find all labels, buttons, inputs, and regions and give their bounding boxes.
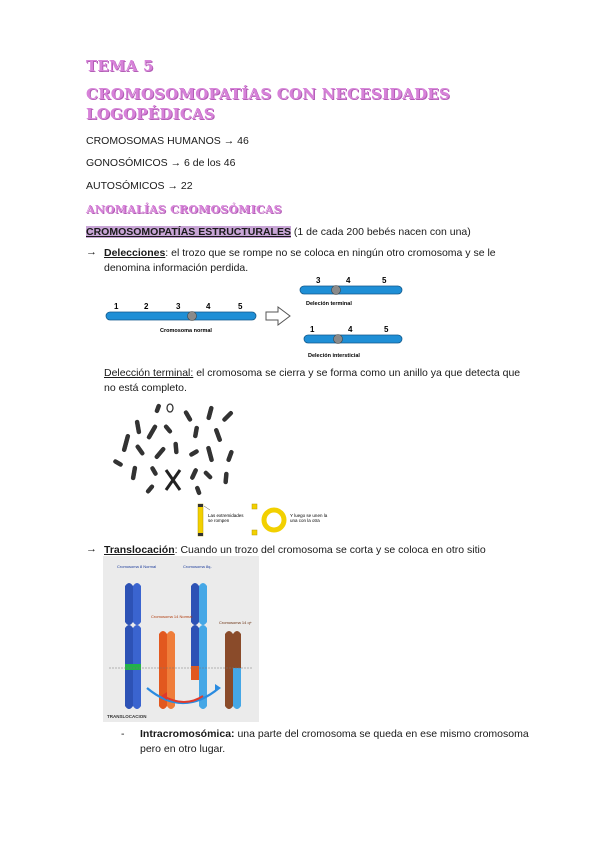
band-3: 3 [176, 302, 181, 311]
deletion-diagram: 1 2 3 4 5 Cromosoma normal 3 4 5 Deleció… [105, 276, 403, 359]
centromere [331, 285, 341, 295]
intra-paragraph: Intracromosómica: una parte del cromosom… [140, 728, 529, 755]
terminal-band-3: 3 [316, 276, 321, 285]
bullet-arrow-icon: → [86, 543, 97, 555]
arrow-icon: → [223, 135, 235, 147]
terminal-paragraph: Delección terminal: el cromosoma se cier… [104, 367, 521, 394]
band-2: 2 [144, 302, 149, 311]
title-line-2: LOGOPÉDICAS [86, 105, 215, 123]
interstitial-chromosome [303, 334, 403, 344]
ring-text-right-1: Y luego se unen la [290, 513, 328, 518]
ring-chromosome-diagram: Las extremidades se rompen Y luego se un… [197, 503, 328, 537]
bullet-arrow-icon: → [86, 246, 97, 258]
interstitial-label: Deleción intersticial [308, 353, 360, 359]
normal-label: Cromosoma normal [160, 328, 212, 334]
ring-text-right-2: una con la otra [290, 518, 320, 523]
structural-line: CROMOSOMOPATÍAS ESTRUCTURALES (1 de cada… [86, 226, 471, 238]
band-1: 1 [114, 302, 119, 311]
label-c8q: Cromosoma 8q- [183, 564, 212, 569]
fact-cromosomas: CROMOSOMAS HUMANOS → 46 [86, 135, 249, 147]
fact-gonosomicos: GONOSÓMICOS → 6 de los 46 [86, 157, 236, 169]
page-title: CROMOSOMOPATÍAS CON NECESIDADES LOGOPÉDI… [86, 84, 466, 124]
band-5: 5 [238, 302, 243, 311]
translocation-image: Cromosoma 8 Normal Cromosoma 8q- Cromoso… [103, 556, 259, 722]
image-caption: TRANSLOCACION [107, 714, 147, 719]
terminal-band-4: 4 [346, 276, 351, 285]
structural-highlight: CROMOSOMOPATÍAS ESTRUCTURALES [86, 226, 291, 238]
ring-text-left-1: Las extremidades [208, 513, 244, 518]
interstitial-band-5: 5 [384, 325, 389, 334]
structural-note: (1 de cada 200 bebés nacen con una) [293, 226, 471, 238]
ring-chromosome [261, 507, 287, 533]
translocation-paragraph: Translocación: Cuando un trozo del cromo… [104, 544, 486, 556]
linear-chromosome [197, 503, 204, 537]
label-c14q: Cromosoma 14 q+ [219, 620, 253, 625]
ring-text-left-2: se rompen [208, 518, 230, 523]
label-c8: Cromosoma 8 Normal [117, 564, 156, 569]
right-arrow-icon [265, 306, 291, 326]
terminal-band-5: 5 [382, 276, 387, 285]
title-line-1: CROMOSOMOPATÍAS CON NECESIDADES [86, 85, 451, 103]
dash-bullet: - [121, 728, 125, 740]
fact-autosomicos: AUTOSÓMICOS → 22 [86, 180, 193, 192]
interstitial-band-1: 1 [310, 325, 315, 334]
section-title: ANOMALÍAS CROMOSÓMICAS [86, 203, 282, 216]
arrow-icon: → [170, 157, 182, 169]
terminal-label: Deleción terminal [306, 301, 352, 307]
label-c14: Cromosoma 14 Normal [151, 614, 192, 619]
normal-chromosome [105, 311, 257, 321]
interstitial-band-4: 4 [348, 325, 353, 334]
deletions-paragraph: Delecciones: el trozo que se rompe no se… [104, 247, 496, 274]
karyotype-image [113, 403, 234, 496]
centromere [333, 334, 343, 344]
tema-heading: TEMA 5 [86, 57, 154, 75]
arrow-icon: → [167, 180, 179, 192]
band-4: 4 [206, 302, 211, 311]
terminal-chromosome [299, 285, 403, 295]
centromere [187, 311, 197, 321]
